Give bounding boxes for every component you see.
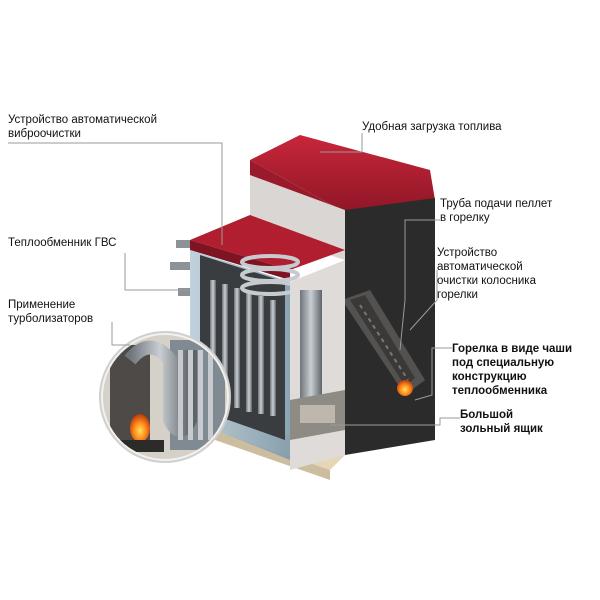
label-dhw-exchanger: Теплообменник ГВС [8, 237, 117, 249]
turbulator-inset [99, 331, 231, 463]
label-ash-box: Большой зольный ящик [460, 409, 543, 435]
pellet-hopper [250, 135, 435, 455]
label-turbulators: Применение турболизаторов [8, 299, 94, 325]
label-grate-cleaning: Устройство автоматической очистки колосн… [437, 247, 536, 301]
label-fuel-loading: Удобная загрузка топлива [362, 121, 502, 133]
label-vibro-cleaning: Устройство автоматической виброочистки [8, 114, 158, 140]
label-pellet-pipe: Труба подачи пеллет в горелку [440, 198, 553, 224]
label-burner-bowl: Горелка в виде чаши под специальную конс… [452, 343, 573, 397]
leader-lines [8, 133, 460, 426]
heat-exchanger-tubes [210, 280, 276, 416]
